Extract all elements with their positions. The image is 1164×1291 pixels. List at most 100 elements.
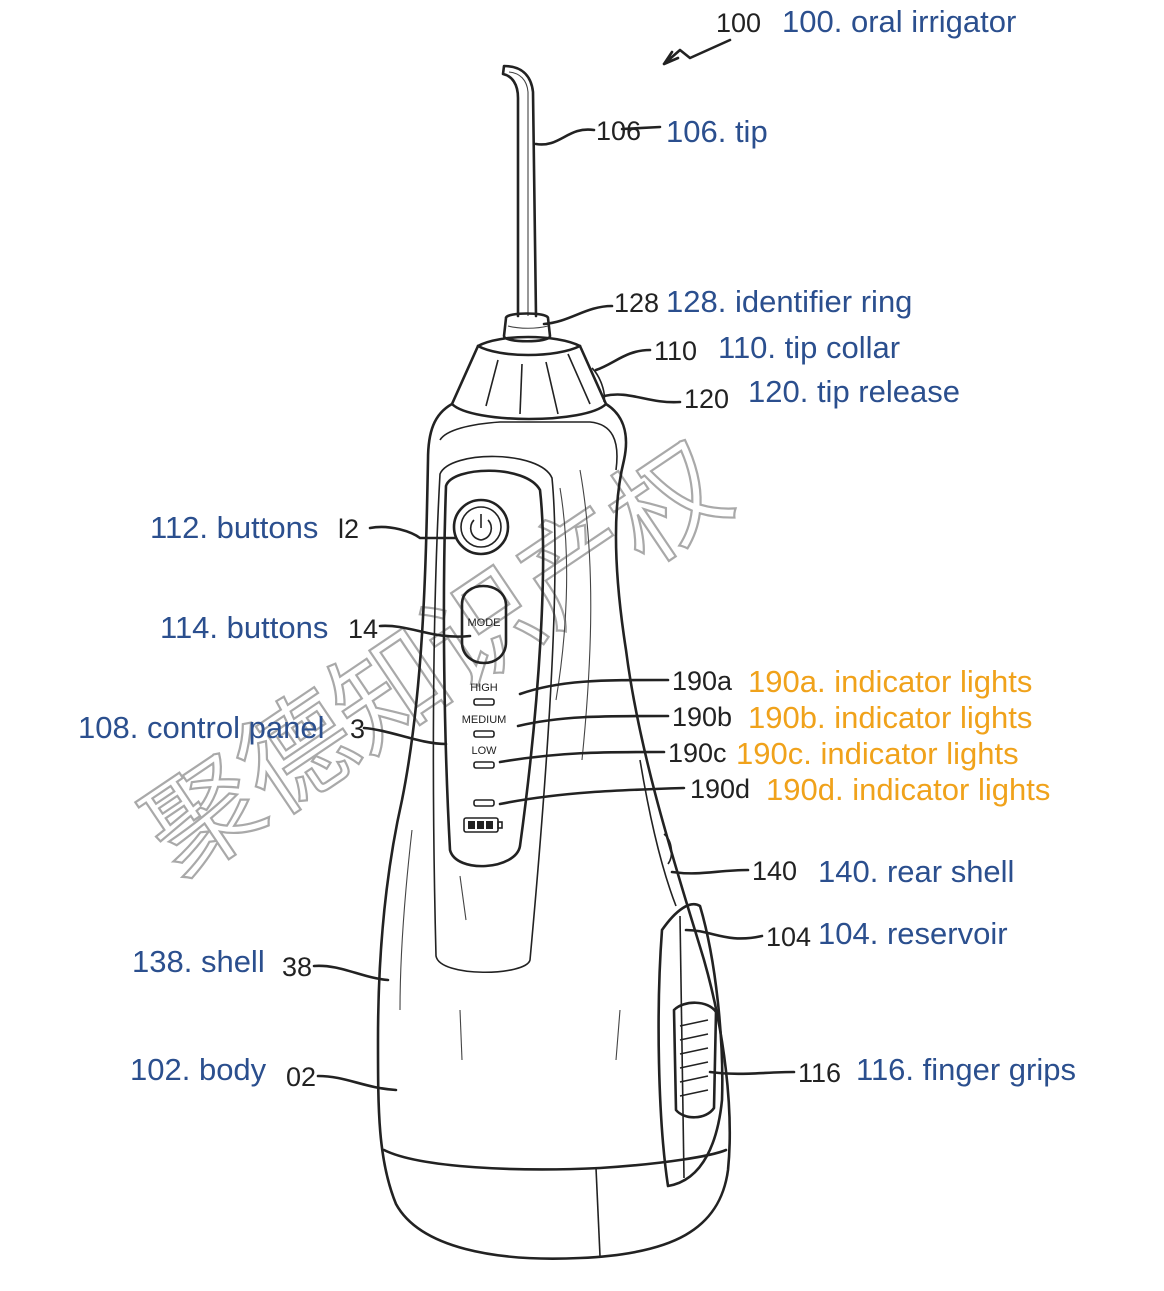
caption-tip: 106. tip xyxy=(666,114,768,149)
indicator-label-medium: MEDIUM xyxy=(462,714,507,726)
caption-control-panel: 108. control panel xyxy=(78,710,324,745)
finger-grips-frame xyxy=(672,1001,718,1119)
mode-button-shape[interactable] xyxy=(460,584,508,665)
indicator-label-high: HIGH xyxy=(470,682,498,694)
base-seam xyxy=(595,1167,601,1257)
leader-102 xyxy=(316,1074,398,1092)
identifier-ring-shape xyxy=(502,312,552,343)
ref-138: 38 xyxy=(282,952,312,982)
label-indicator-190c: 190c 190c. indicator lights xyxy=(668,736,1019,771)
ref-190a: 190a xyxy=(672,666,733,696)
title-caption: 100. oral irrigator xyxy=(782,4,1016,39)
tip-highlight xyxy=(508,71,529,316)
leader-100 xyxy=(662,38,732,66)
tip-release-shape xyxy=(591,367,606,403)
tip-collar-top-rim xyxy=(476,344,582,357)
finger-grips-shape xyxy=(672,1001,718,1119)
ref-108: 3 xyxy=(350,714,365,744)
ref-116: 116 xyxy=(798,1058,841,1088)
power-button[interactable] xyxy=(452,498,510,556)
leader-106-dash xyxy=(620,125,662,131)
base-band xyxy=(382,1148,728,1171)
leader-190c xyxy=(498,750,666,764)
label-tip-collar: 110 110. tip collar xyxy=(654,330,900,366)
caption-rear-shell: 140. rear shell xyxy=(818,854,1014,889)
mode-button-label: MODE xyxy=(468,617,501,629)
ref-106: 106 xyxy=(596,116,641,146)
label-identifier-ring: 128 128. identifier ring xyxy=(614,284,912,319)
shell-contour-5 xyxy=(459,1009,463,1061)
leader-140 xyxy=(670,868,750,875)
power-button-ring[interactable] xyxy=(452,498,510,556)
collar-rib-3 xyxy=(545,361,559,415)
label-rear-shell: 140 140. rear shell xyxy=(752,854,1014,889)
watermark-text: 聚德知识产权 xyxy=(122,419,752,903)
label-body: 102. body 02 xyxy=(130,1052,316,1092)
power-button-face[interactable] xyxy=(460,506,502,548)
shell-face-line xyxy=(439,421,618,471)
shell-contour-1 xyxy=(459,875,467,921)
caption-indicator-190b: 190b. indicator lights xyxy=(748,700,1032,735)
mode-button[interactable]: MODE xyxy=(460,584,508,665)
leader-106 xyxy=(534,128,596,146)
leader-120 xyxy=(602,393,682,404)
caption-indicator-190c: 190c. indicator lights xyxy=(736,736,1019,771)
ref-114: 14 xyxy=(348,614,378,644)
reservoir-window xyxy=(679,915,685,1179)
shell-contour-4 xyxy=(399,829,413,1011)
caption-identifier-ring: 128. identifier ring xyxy=(666,284,912,319)
indicator-light-190b xyxy=(473,730,495,738)
indicator-label-low: LOW xyxy=(471,745,497,757)
ref-102: 02 xyxy=(286,1062,316,1092)
ref-104: 104 xyxy=(766,922,811,952)
leader-110 xyxy=(594,348,652,372)
watermark: 聚德知识产权 xyxy=(121,418,753,904)
caption-finger-grips: 116. finger grips xyxy=(856,1052,1076,1087)
caption-indicator-190a: 190a. indicator lights xyxy=(748,664,1032,699)
leader-190b xyxy=(516,714,670,728)
indicator-light-190d xyxy=(473,799,495,807)
ref-112: l2 xyxy=(338,514,359,544)
leader-104 xyxy=(684,928,764,940)
caption-body: 102. body xyxy=(130,1052,267,1087)
label-indicator-190a: 190a 190a. indicator lights xyxy=(672,664,1032,699)
leader-lines xyxy=(312,38,796,1092)
ref-190c: 190c xyxy=(668,738,727,768)
leader-190a xyxy=(518,678,670,696)
ref-110: 110 xyxy=(654,336,697,366)
caption-tip-collar: 110. tip collar xyxy=(718,330,900,365)
shell-contour-2 xyxy=(555,487,568,701)
leader-108 xyxy=(362,726,448,746)
title-label: 100 100. oral irrigator xyxy=(716,4,1016,39)
caption-tip-release: 120. tip release xyxy=(748,374,960,409)
reservoir-outline xyxy=(657,903,724,1188)
leader-114 xyxy=(378,624,472,638)
ref-140: 140 xyxy=(752,856,797,886)
title-ref: 100 xyxy=(716,8,761,38)
caption-reservoir: 104. reservoir xyxy=(818,916,1008,951)
indicator-light-190c xyxy=(473,761,495,769)
shell-contour-6 xyxy=(615,1009,621,1061)
finger-grips-ridges xyxy=(679,1019,709,1097)
caption-buttons-112: 112. buttons xyxy=(150,510,318,545)
caption-indicator-190d: 190d. indicator lights xyxy=(766,772,1050,807)
label-tip-release: 120 120. tip release xyxy=(684,374,960,414)
label-indicator-190d: 190d 190d. indicator lights xyxy=(690,772,1050,807)
collar-rib-2 xyxy=(519,363,523,415)
label-reservoir: 104 104. reservoir xyxy=(766,916,1008,952)
shell-outline xyxy=(376,402,732,1260)
label-buttons-114: 114. buttons 14 xyxy=(160,610,378,645)
caption-shell: 138. shell xyxy=(132,944,265,979)
battery-cell-3 xyxy=(486,821,493,829)
battery-icon-tip xyxy=(497,821,503,829)
control-panel-recess xyxy=(432,455,556,974)
leader-112 xyxy=(368,525,458,540)
label-indicator-190b: 190b 190b. indicator lights xyxy=(672,700,1032,735)
ref-190b: 190b xyxy=(672,702,732,732)
collar-rib-1 xyxy=(485,359,499,407)
leader-128 xyxy=(542,304,614,326)
label-finger-grips: 116 116. finger grips xyxy=(798,1052,1076,1088)
label-tip: 106 106. tip xyxy=(596,114,768,149)
